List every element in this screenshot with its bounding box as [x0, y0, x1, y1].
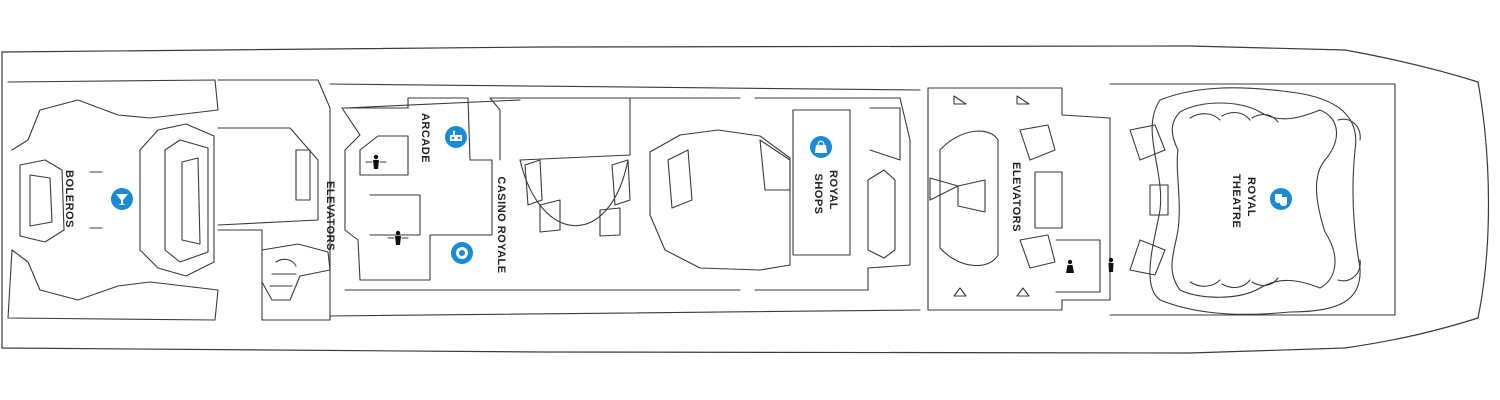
elevators-aft-label: ELEVATORS [324, 181, 336, 251]
casino-area [489, 97, 741, 291]
elevators-mid-label: ELEVATORS [1010, 162, 1022, 232]
restroom-icon [387, 230, 409, 245]
boleros-label: BOLEROS [63, 170, 75, 228]
arcade-block [341, 97, 521, 291]
royal-theatre-label-line1: ROYAL [1245, 177, 1257, 217]
royal-shops-label-line1: ROYAL [827, 170, 839, 210]
casino-royale-label: CASINO ROYALE [495, 176, 507, 273]
royal-theatre-label-line2: THEATRE [1230, 174, 1242, 229]
hull-outline [1, 45, 1490, 354]
shops-area [754, 97, 911, 291]
restroom-icon [1066, 259, 1074, 273]
arcade-icon [445, 126, 467, 148]
mid-lobby [927, 87, 1111, 311]
central-lounge [649, 129, 791, 271]
royal-theatre [1109, 83, 1396, 316]
royal-shops-label-line2: SHOPS [812, 173, 824, 214]
inner-wall-port [329, 83, 921, 317]
arcade-label: ARCADE [419, 113, 431, 163]
restroom-icon [1108, 257, 1114, 272]
theatre-masks-icon [1270, 188, 1292, 210]
aft-core [217, 79, 331, 321]
shopping-bag-icon [810, 136, 832, 158]
restroom-icon [365, 154, 387, 169]
casino-chip-icon [451, 242, 473, 264]
cocktail-icon [111, 188, 133, 210]
boleros-lounge [7, 79, 219, 321]
